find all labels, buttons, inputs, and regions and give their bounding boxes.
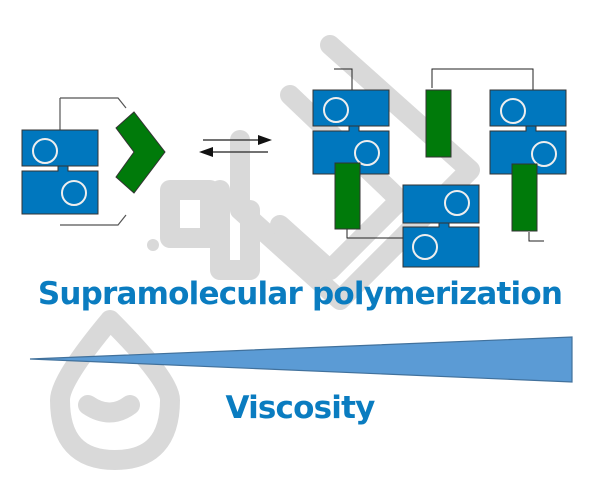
guest-block — [425, 89, 452, 158]
guest-block — [511, 163, 538, 232]
watermark-diamond-icon — [230, 35, 480, 310]
host-puzzle-block — [21, 129, 99, 215]
viscosity-label: Viscosity — [225, 390, 375, 426]
diagram-title: Supramolecular polymerization — [37, 276, 563, 312]
linker-line — [59, 97, 127, 226]
monomer-unit — [21, 97, 166, 226]
watermark-drop-icon — [50, 310, 180, 470]
guest-chevron — [115, 111, 166, 194]
equilibrium-arrows — [199, 135, 272, 157]
guest-block — [334, 162, 361, 230]
cavity-bottom — [61, 180, 87, 206]
viscosity-gradient-wedge — [29, 336, 573, 383]
polymer-chain — [312, 68, 567, 268]
cavity-top — [32, 138, 58, 164]
